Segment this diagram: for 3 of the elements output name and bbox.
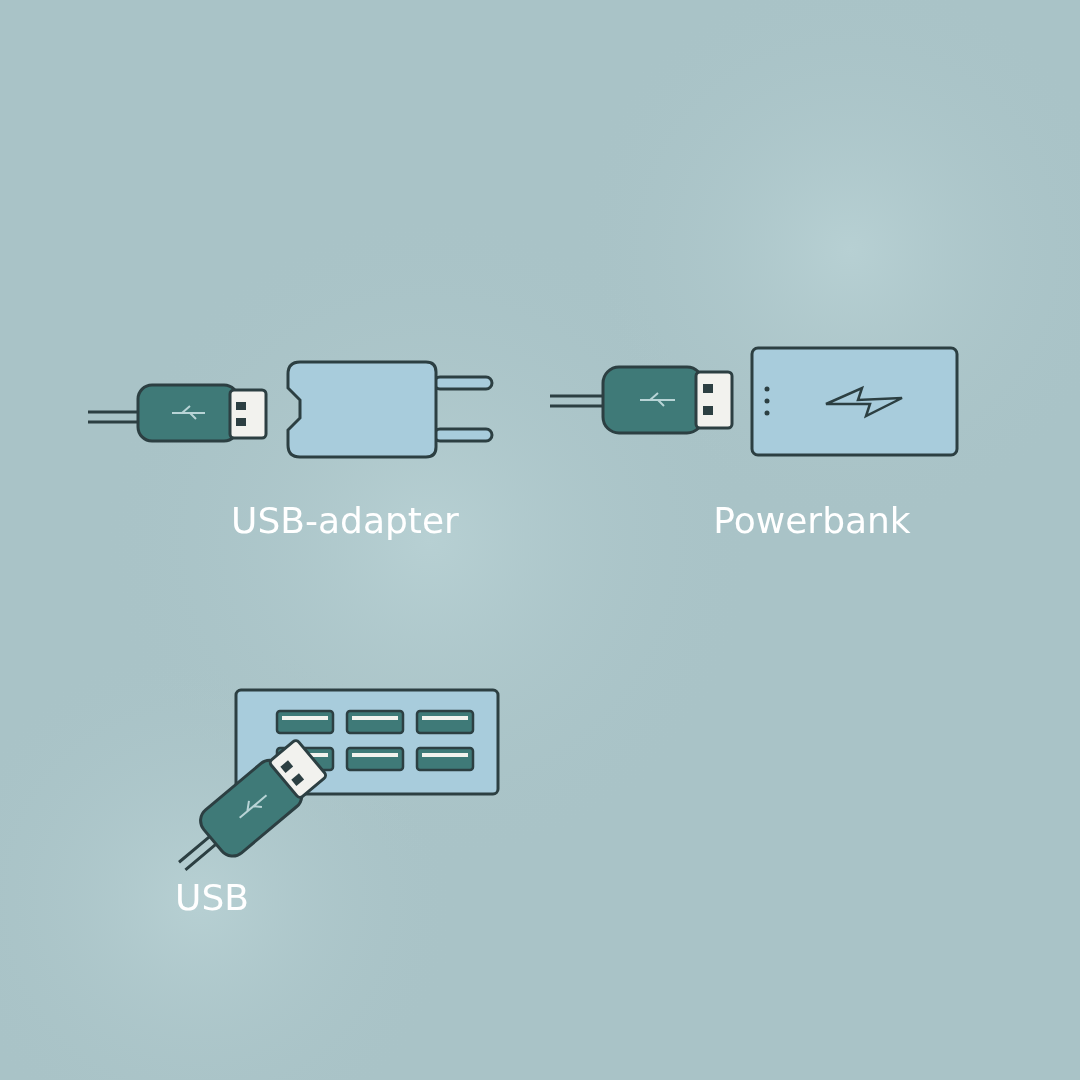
- device-label: USB: [175, 876, 249, 918]
- device-label: Powerbank: [713, 499, 911, 541]
- device-label: USB-adapter: [231, 499, 459, 541]
